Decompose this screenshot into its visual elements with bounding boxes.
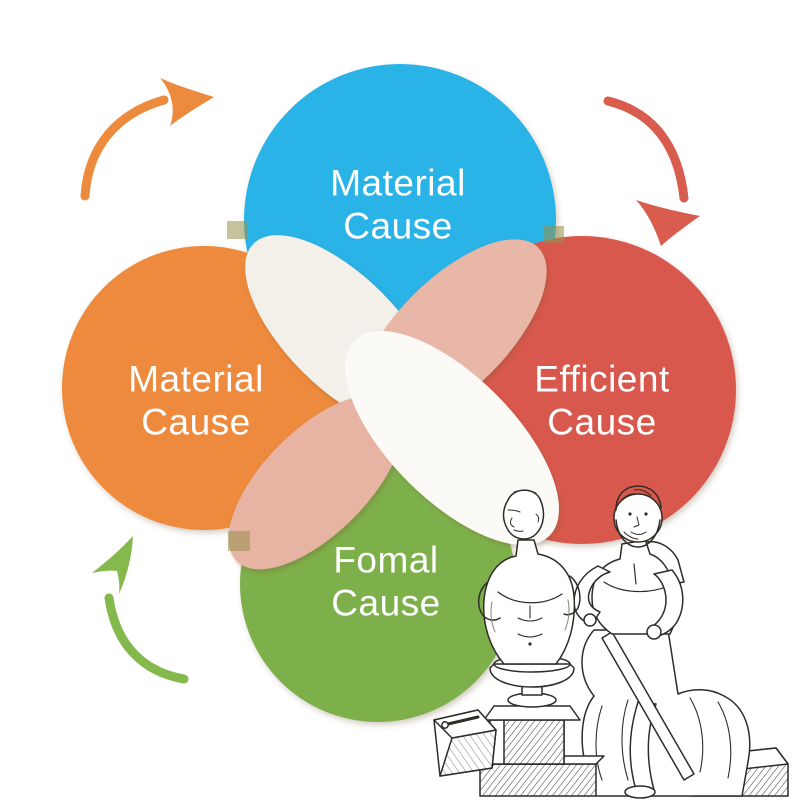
label-formal-cause-bottom: Fomal Cause: [331, 539, 440, 624]
arrow-top-left: [80, 78, 214, 201]
overlap-petals: [228, 235, 559, 570]
bust-bowl: [489, 663, 575, 688]
label-line: Cause: [547, 401, 657, 442]
label-line: Cause: [331, 582, 441, 623]
sculptor-staff: [601, 631, 695, 781]
junction-squares: [227, 221, 564, 551]
sculptor-engraving-illustration: [433, 485, 789, 799]
label-line: Cause: [141, 401, 251, 442]
label-line: Fomal: [333, 539, 439, 581]
label-material-cause-left: Material Cause: [128, 358, 264, 443]
sculptor-arm-left: [573, 565, 611, 625]
label-efficient-cause-right: Efficient Cause: [534, 358, 669, 443]
label-line: Cause: [343, 205, 453, 246]
sculptor-drapery: [581, 629, 751, 797]
bust-pedestal: [479, 685, 605, 797]
arrow-top-right: [603, 96, 700, 246]
petal-southeast-white: [345, 331, 559, 545]
junction-square-bottom-left: [228, 531, 250, 551]
work-slab: [433, 709, 497, 777]
junction-square-top-left: [227, 221, 247, 239]
arrow-bottom-left: [92, 536, 189, 684]
label-line: Material: [128, 358, 264, 400]
label-material-cause-top: Material Cause: [330, 162, 466, 247]
sculptor-head: [613, 485, 663, 548]
label-line: Material: [330, 162, 466, 204]
junction-square-top-right: [544, 226, 564, 243]
bust-torso: [477, 539, 581, 665]
label-line: Efficient: [534, 358, 670, 400]
bust-head: [502, 489, 545, 540]
petal-southwest-salmon: [228, 394, 404, 570]
chisel-tool: [446, 715, 480, 726]
